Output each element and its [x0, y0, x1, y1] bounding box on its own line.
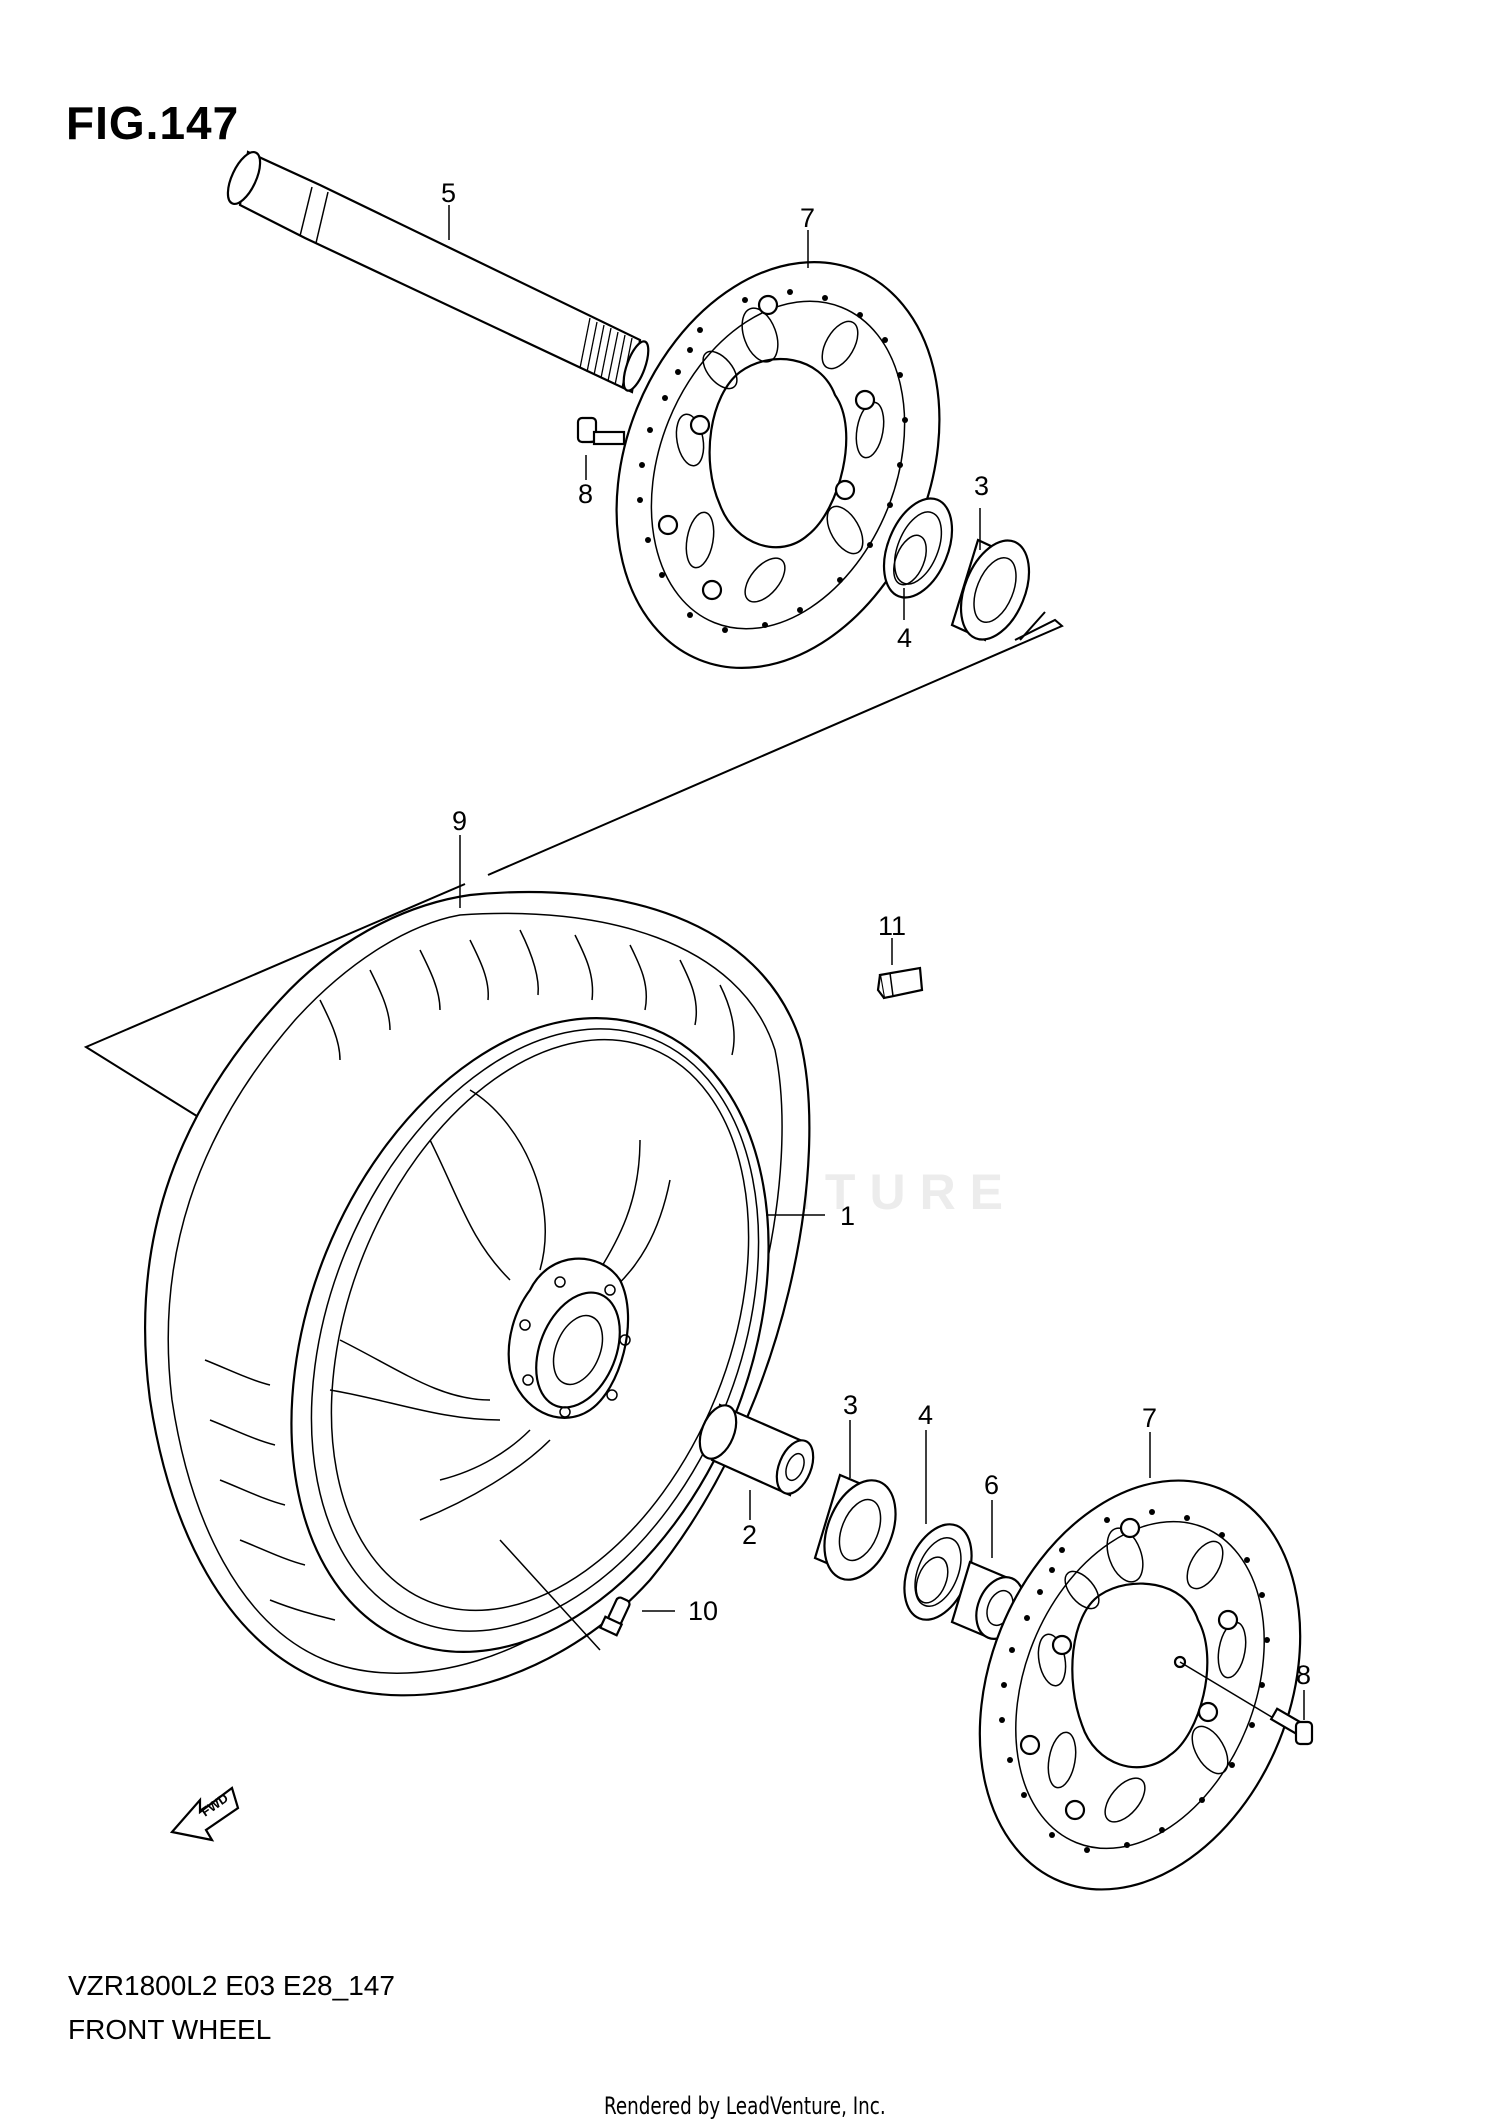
callouts: 5 7 3 4 8 9 11 1 2 3 4 6 7 8 10 [441, 178, 1311, 1690]
callout-1: 1 [840, 1201, 855, 1231]
axle-part-5 [226, 150, 650, 394]
callout-5: 5 [441, 178, 456, 208]
forward-arrow-icon: FWD [169, 1786, 240, 1842]
brake-disc-upper-part-7 [615, 261, 941, 669]
figure-title: FIG.147 [66, 97, 240, 149]
bolt-lower-part-8 [1179, 1661, 1314, 1746]
callout-3-lower: 3 [843, 1390, 858, 1420]
callout-3-upper: 3 [974, 471, 989, 501]
callout-6: 6 [984, 1470, 999, 1500]
rendered-by-credit: Rendered by LeadVenture, Inc. [604, 2092, 886, 2120]
callout-4-lower: 4 [918, 1400, 933, 1430]
callout-10: 10 [688, 1596, 718, 1626]
bolt-upper-part-8 [576, 416, 626, 446]
callout-7-lower: 7 [1142, 1403, 1157, 1433]
callout-8-lower: 8 [1296, 1660, 1311, 1690]
callout-7-upper: 7 [800, 203, 815, 233]
callout-2: 2 [742, 1520, 757, 1550]
callout-8-upper: 8 [578, 479, 593, 509]
bearing-lower-part-3 [813, 1473, 897, 1581]
callout-9: 9 [452, 806, 467, 836]
spacer-part-2 [698, 1403, 815, 1497]
valve-part-10 [598, 1596, 631, 1637]
exploded-axis-line [83, 611, 1064, 1119]
callout-11: 11 [878, 911, 906, 941]
figure-code: VZR1800L2 E03 E28_147 [68, 1970, 395, 2001]
figure-name: FRONT WHEEL [68, 2014, 272, 2045]
brake-disc-lower-part-7 [978, 1479, 1302, 1891]
leader-lines [448, 205, 1305, 1720]
callout-4-upper: 4 [897, 623, 912, 653]
seal-upper-part-4 [882, 497, 954, 599]
tire-and-wheel-assembly [144, 890, 811, 1697]
balancer-part-11 [876, 966, 924, 1000]
bearing-upper-part-3 [950, 538, 1031, 642]
